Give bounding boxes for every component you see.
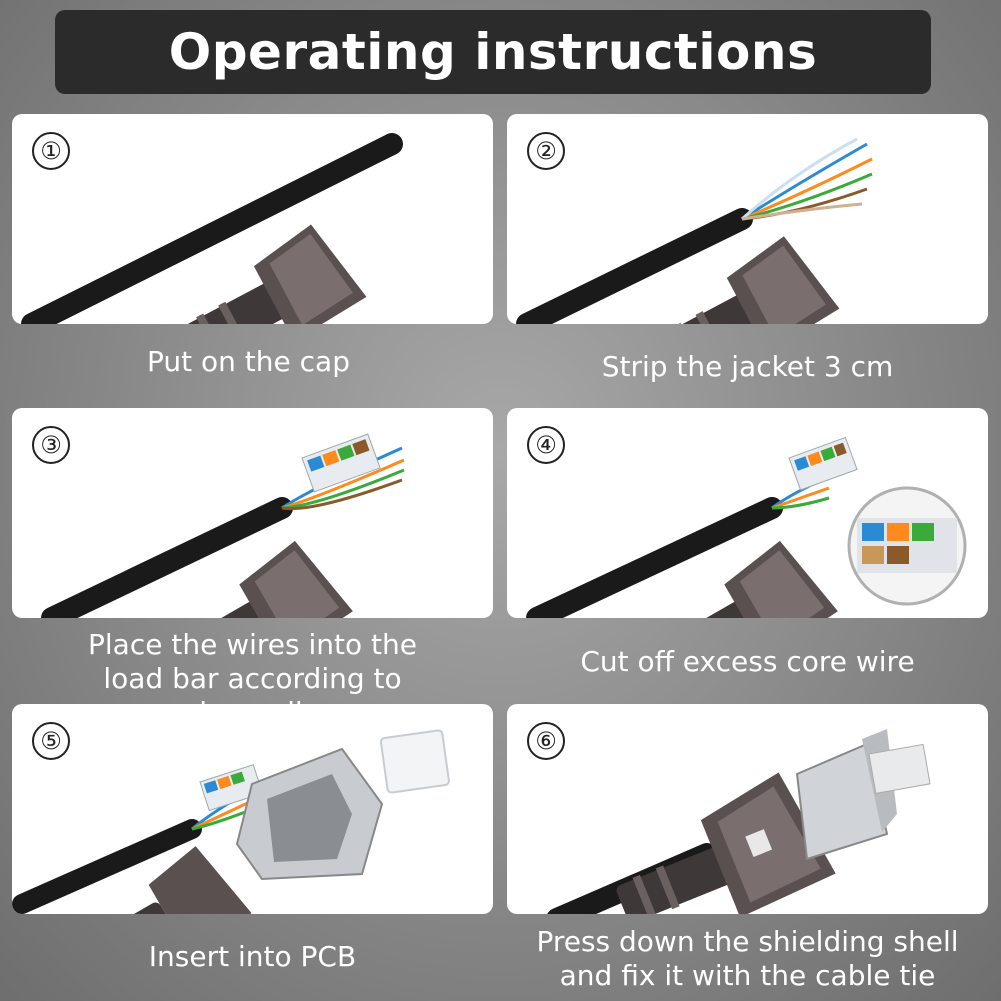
step-4-image-panel: ④ (507, 408, 988, 618)
page-title: Operating instructions (168, 23, 818, 81)
step-1-image-panel: ① (12, 114, 493, 324)
step-1-number: ① (32, 132, 70, 170)
step-5-image-panel: ⑤ (12, 704, 493, 914)
insert-pcb-illustration (12, 729, 450, 914)
step-4-number: ④ (527, 426, 565, 464)
stripped-cable-illustration (516, 137, 873, 324)
cable-with-cap-illustration (21, 133, 403, 324)
step-3-image-panel: ③ (12, 408, 493, 618)
step-5-number: ⑤ (32, 722, 70, 760)
title-banner: Operating instructions (55, 10, 931, 94)
step-2-number: ② (527, 132, 565, 170)
step-2-image-panel: ② (507, 114, 988, 324)
step-3-number: ③ (32, 426, 70, 464)
step-4-caption: Cut off excess core wire (580, 645, 915, 678)
step-2-caption: Strip the jacket 3 cm (601, 350, 894, 383)
step-6-caption: Press down the shielding shell and fix i… (536, 925, 959, 992)
step-6-number: ⑥ (527, 722, 565, 760)
assembled-connector-illustration (547, 729, 931, 914)
step-1-caption: Put on the cap (147, 345, 350, 378)
trimmed-wires-illustration (526, 436, 967, 618)
wires-in-load-bar-illustration (41, 433, 405, 618)
step-6-image-panel: ⑥ (507, 704, 988, 914)
step-5-caption: Insert into PCB (148, 940, 357, 973)
